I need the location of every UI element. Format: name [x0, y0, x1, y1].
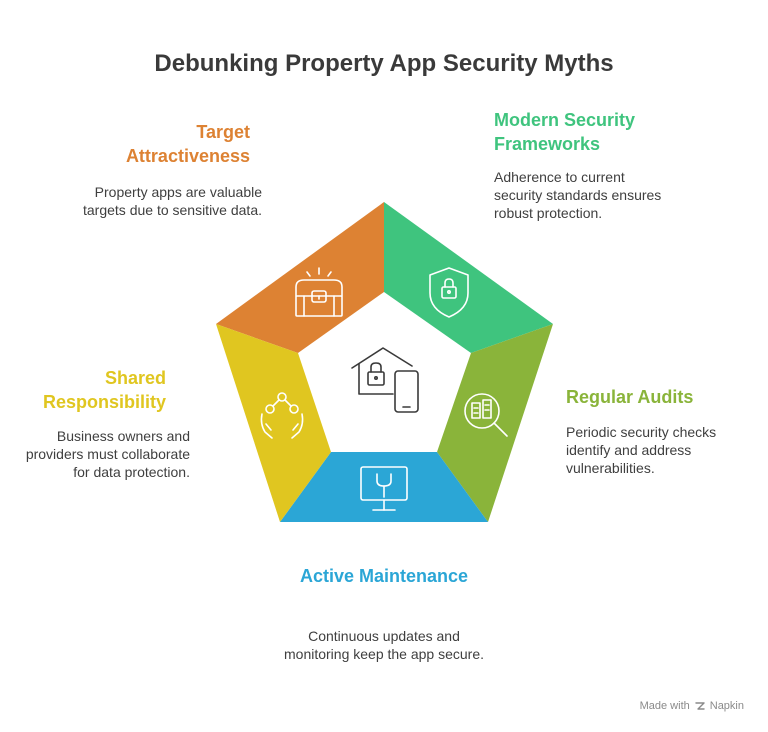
- regular-audits-heading: Regular Audits: [566, 387, 694, 407]
- modern-security-frameworks-description: Adherence to current security standards …: [494, 169, 662, 221]
- target-attractiveness-description: Property apps are valuable targets due t…: [83, 184, 262, 218]
- house-lock-phone-icon: [351, 347, 419, 413]
- treasure-chest-icon: [295, 267, 343, 317]
- hands-network-icon: [260, 392, 304, 439]
- napkin-credit-prefix: Made with: [639, 700, 690, 712]
- shared-responsibility-heading: Shared Responsibility: [42, 368, 166, 412]
- regular-audits-description: Periodic security checks identify and ad…: [566, 424, 717, 476]
- active-maintenance-heading: Active Maintenance: [299, 566, 469, 586]
- napkin-credit: Made with Napkin: [640, 700, 744, 712]
- napkin-credit-brand: Napkin: [709, 700, 744, 712]
- napkin-logo-icon: [695, 702, 705, 710]
- target-attractiveness-heading: Target Attractiveness: [125, 122, 250, 166]
- shield-lock-icon: [429, 267, 469, 318]
- segment-shared-responsibility: [216, 324, 331, 522]
- modern-security-frameworks-heading: Modern Security Frameworks: [494, 110, 636, 154]
- shared-responsibility-description: Business owners and providers must colla…: [25, 428, 190, 480]
- monitor-wrench-icon: [360, 466, 408, 511]
- magnifier-audit-icon: [464, 393, 508, 437]
- active-maintenance-description: Continuous updates and monitoring keep t…: [284, 628, 485, 662]
- segment-target-attractiveness: [216, 202, 384, 353]
- page-title: Debunking Property App Security Myths: [154, 50, 614, 77]
